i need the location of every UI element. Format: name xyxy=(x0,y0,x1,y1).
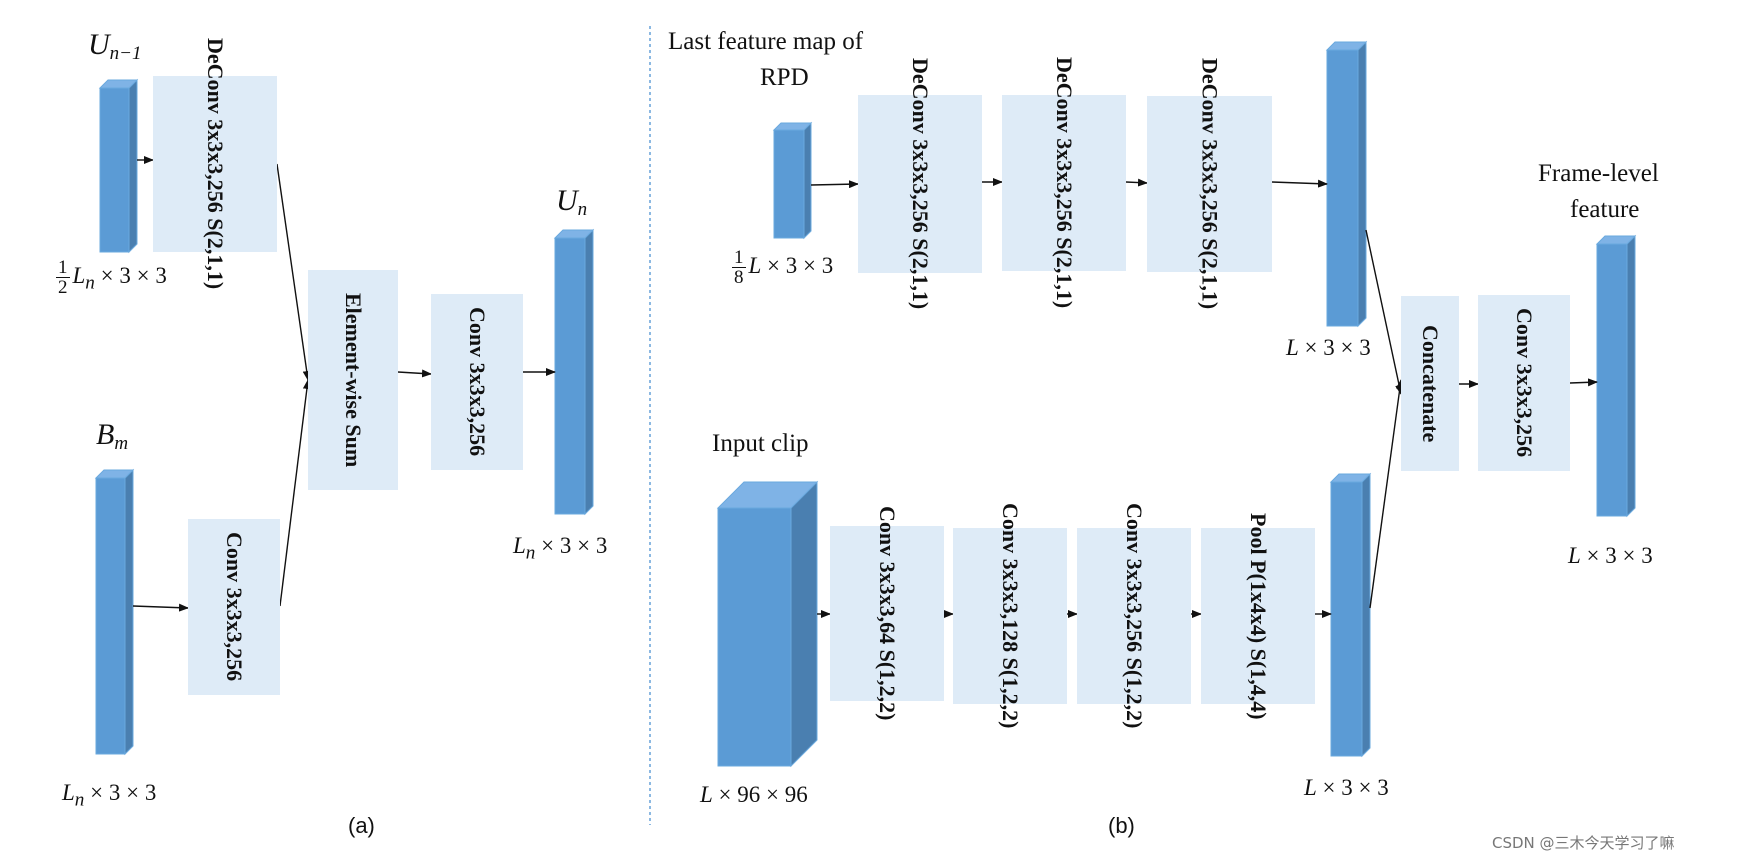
frame-level-title-line2: feature xyxy=(1570,196,1640,223)
top-out-tensor-side xyxy=(1357,40,1367,328)
frame-level-tensor-front xyxy=(1596,243,1628,517)
arrow-deconv2-deconv3 xyxy=(1125,178,1148,187)
top-out-tensor xyxy=(1325,40,1368,328)
rpd-tensor xyxy=(772,121,813,240)
rpd-title-line1: Last feature map of xyxy=(668,28,864,55)
conv-box-final-text: Conv 3x3x3,256 xyxy=(1512,308,1537,458)
conv-box-b3: Conv 3x3x3,256 S(1,2,2) xyxy=(1077,503,1191,729)
u-n-tensor-side xyxy=(584,228,594,516)
rpd-tensor-front xyxy=(773,129,805,239)
input-clip-dims: L × 96 × 96 xyxy=(700,782,808,807)
rpd-title-line2: RPD xyxy=(760,64,809,91)
u-n-tensor xyxy=(553,228,595,516)
deconv-box-b2-text: DeConv 3x3x3,256 S(2,1,1) xyxy=(1052,57,1077,309)
panel-a-label: (a) xyxy=(348,813,375,838)
u-prev-tensor-front xyxy=(99,87,130,253)
u-prev-tensor xyxy=(98,78,139,254)
panel-b-label: (b) xyxy=(1108,813,1135,838)
conv-box-a-out-text: Conv 3x3x3,256 xyxy=(465,307,490,457)
input-clip-title: Input clip xyxy=(712,430,809,457)
element-wise-sum-text: Element-wise Sum xyxy=(341,292,366,468)
bottom-out-tensor xyxy=(1329,472,1372,758)
deconv-box-b3-text: DeConv 3x3x3,256 S(2,1,1) xyxy=(1197,58,1223,310)
top-out-dims: L × 3 × 3 xyxy=(1286,335,1371,360)
arrow-bm-conv xyxy=(132,603,189,612)
pool-box-text: Pool P(1x4x4) S(1,4,4) xyxy=(1246,512,1271,720)
bottom-out-tensor-side xyxy=(1361,472,1371,758)
arrow-sum-conv xyxy=(397,369,432,378)
conv-box-a-bm-text: Conv 3x3x3,256 xyxy=(222,532,247,682)
rpd-tensor-top xyxy=(772,122,813,131)
u-n-dims: Ln × 3 × 3 xyxy=(513,533,608,564)
concatenate-text: Concatenate xyxy=(1418,324,1443,443)
bottom-out-dims: L × 3 × 3 xyxy=(1304,775,1389,800)
rpd-tensor-side xyxy=(803,121,812,240)
concatenate-box: Concatenate xyxy=(1401,296,1459,471)
frame-level-tensor-side xyxy=(1626,234,1636,518)
b-m-tensor-front xyxy=(95,477,126,755)
deconv-box-b1: DeConv 3x3x3,256 S(2,1,1) xyxy=(858,58,982,310)
conv-box-final: Conv 3x3x3,256 xyxy=(1478,295,1570,471)
conv-box-b1: Conv 3x3x3,64 S(1,2,2) xyxy=(830,506,944,721)
arrow-deconv3-topout xyxy=(1271,179,1328,188)
arrow-rpd-deconv1 xyxy=(810,180,859,189)
b-m-label: Bm xyxy=(96,418,129,454)
frame-level-tensor xyxy=(1595,234,1637,518)
conv-box-b1-text: Conv 3x3x3,64 S(1,2,2) xyxy=(875,506,900,721)
deconv-box-a: DeConv 3x3x3,256 S(2,1,1) xyxy=(153,38,277,290)
deconv-box-b2: DeConv 3x3x3,256 S(2,1,1) xyxy=(1002,57,1126,309)
b-m-dims: Ln × 3 × 3 xyxy=(62,780,157,811)
frame-level-title-line1: Frame-level xyxy=(1538,160,1659,187)
element-wise-sum-box: Element-wise Sum xyxy=(308,270,398,490)
top-out-tensor-front xyxy=(1326,49,1359,327)
arrow-convbm-sum xyxy=(279,379,311,607)
arrow-conv-frame xyxy=(1569,378,1598,387)
pool-box: Pool P(1x4x4) S(1,4,4) xyxy=(1201,513,1315,719)
input-clip-tensor xyxy=(716,480,819,768)
arrow-bottomout-concat xyxy=(1369,379,1404,609)
deconv-box-a-text: DeConv 3x3x3,256 S(2,1,1) xyxy=(203,38,228,290)
input-clip-tensor-front xyxy=(717,507,792,767)
u-prev-tensor-side xyxy=(128,78,138,254)
deconv-box-b1-text: DeConv 3x3x3,256 S(2,1,1) xyxy=(908,58,933,310)
bottom-out-tensor-front xyxy=(1330,481,1363,757)
input-clip-tensor-side xyxy=(790,480,818,768)
conv-box-a-out: Conv 3x3x3,256 xyxy=(431,294,523,470)
arrow-topout-concat xyxy=(1365,229,1404,395)
u-n-tensor-front xyxy=(554,237,586,515)
conv-box-b2-text: Conv 3x3x3,128 S(1,2,2) xyxy=(998,503,1023,729)
csdn-watermark: CSDN @三木今天学习了嘛 xyxy=(1492,834,1675,852)
u-n-label: Un xyxy=(556,184,588,220)
b-m-tensor xyxy=(94,468,135,756)
u-prev-label: Un−1 xyxy=(88,28,142,64)
arrow-deconv-sum xyxy=(276,163,311,381)
frame-level-dims: L × 3 × 3 xyxy=(1568,543,1653,568)
deconv-box-b3: DeConv 3x3x3,256 S(2,1,1) xyxy=(1147,58,1272,310)
conv-box-b2: Conv 3x3x3,128 S(1,2,2) xyxy=(953,503,1067,729)
b-m-tensor-side xyxy=(124,468,134,756)
conv-box-a-bm: Conv 3x3x3,256 xyxy=(188,519,280,695)
conv-box-b3-text: Conv 3x3x3,256 S(1,2,2) xyxy=(1122,503,1147,729)
